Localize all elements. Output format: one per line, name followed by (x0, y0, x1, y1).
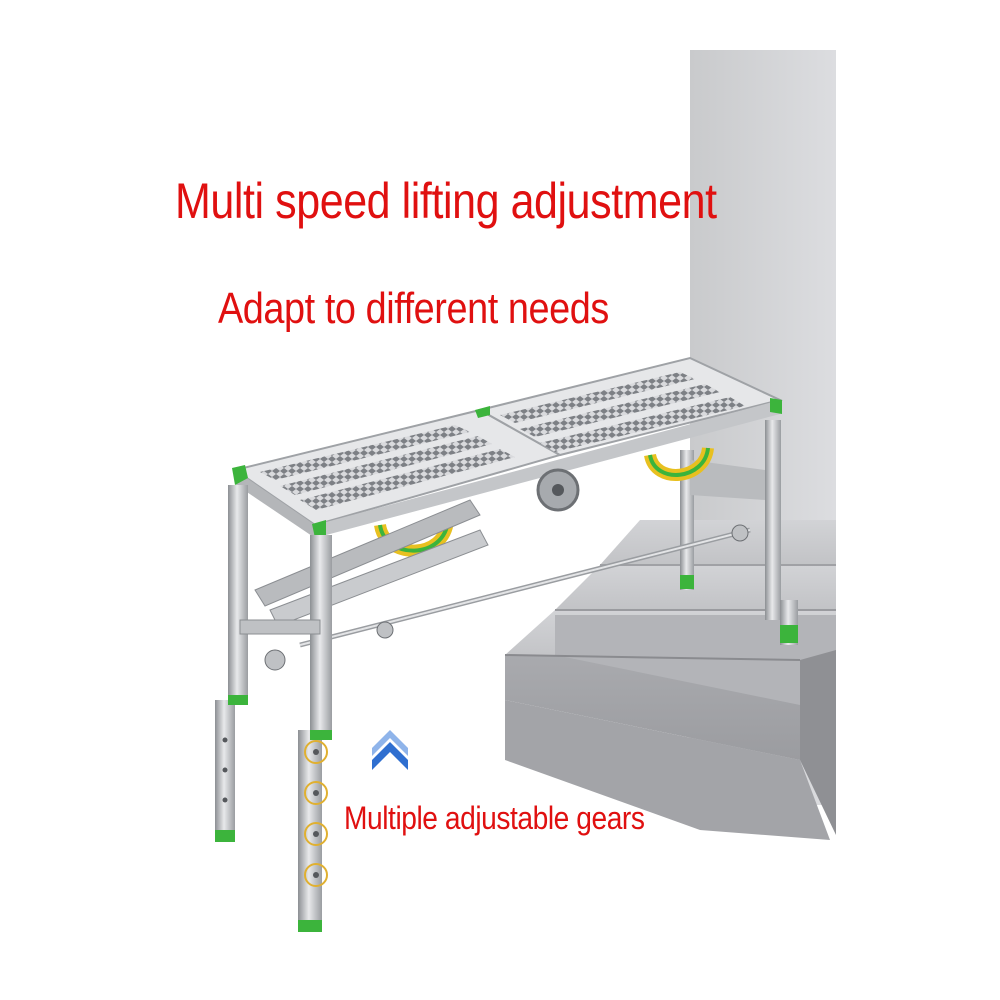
caption-adjustable-gears: Multiple adjustable gears (344, 800, 645, 836)
platform-deck (232, 356, 783, 538)
headline-lifting-adjustment: Multi speed lifting adjustment (175, 173, 717, 229)
gear-ring (304, 740, 328, 764)
gear-ring (304, 863, 328, 887)
double-chevron-up-icon (372, 730, 408, 770)
gear-ring (304, 781, 328, 805)
gear-hole-markers (222, 737, 328, 887)
back-legs (680, 420, 798, 645)
front-legs (215, 485, 332, 932)
gear-ring (304, 822, 328, 846)
stairs (504, 520, 836, 840)
carry-straps (374, 446, 714, 557)
headline-adapt-needs: Adapt to different needs (218, 284, 609, 333)
